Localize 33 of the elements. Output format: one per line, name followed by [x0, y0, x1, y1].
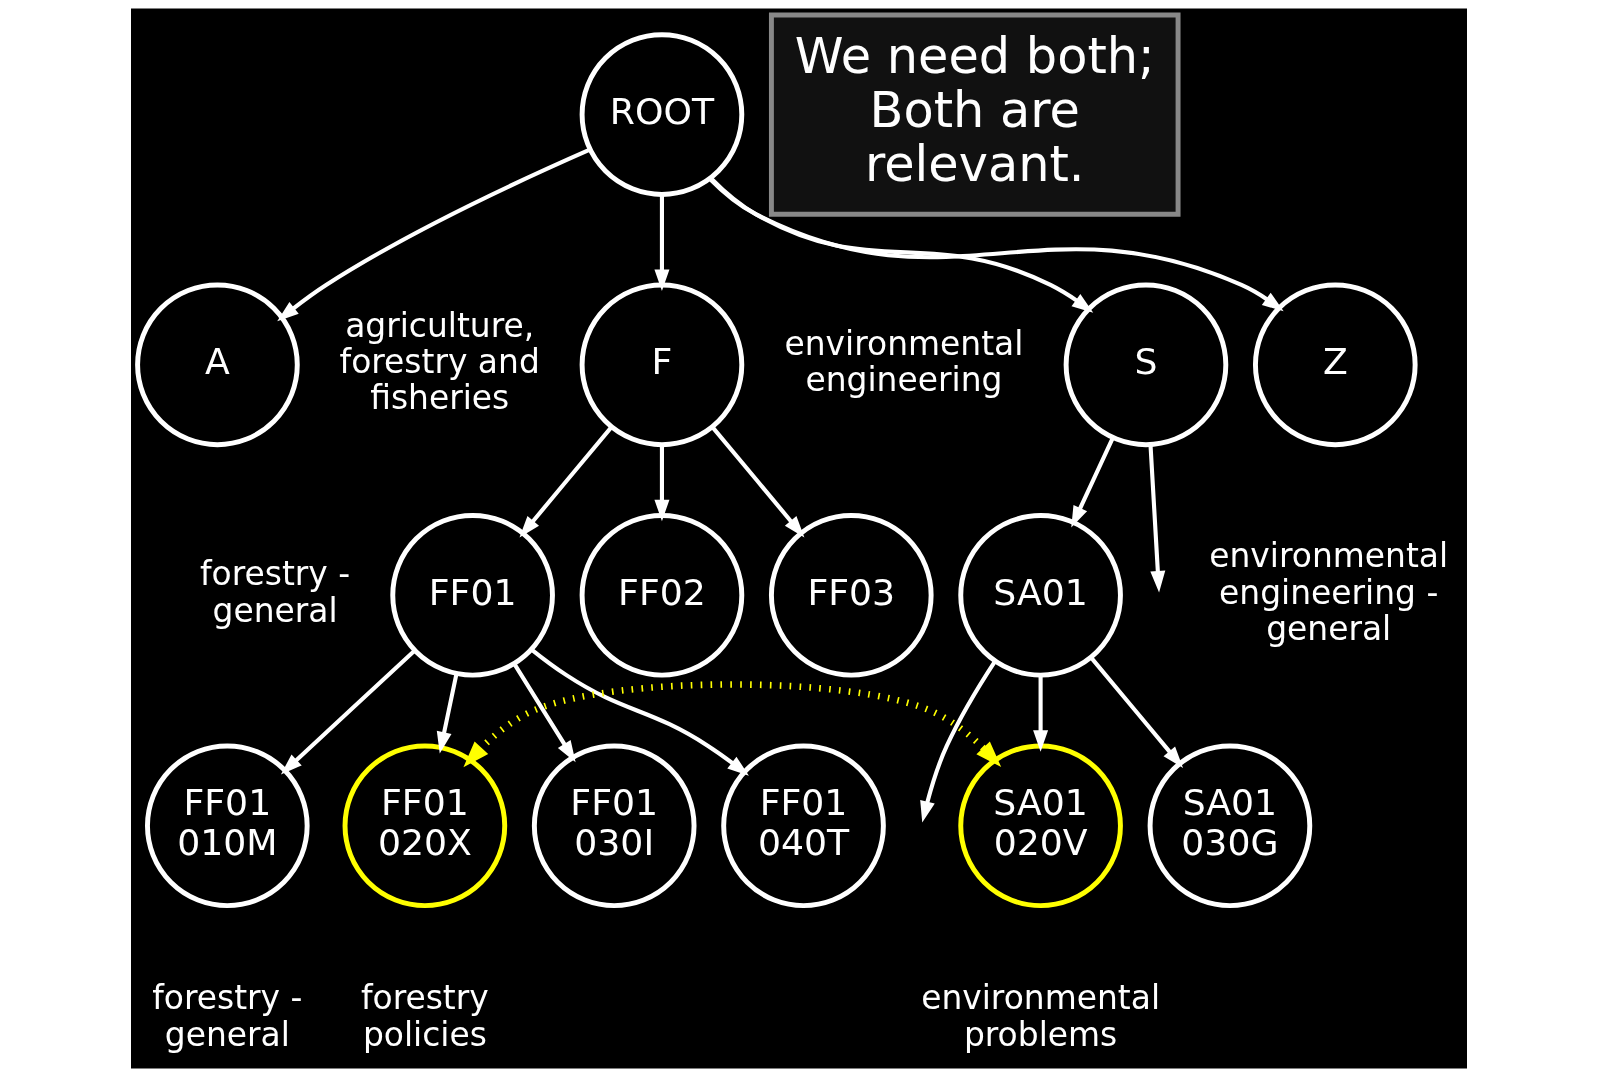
arrow — [1147, 444, 1165, 593]
node-circle: FF01 040T — [720, 743, 886, 909]
arrow — [1089, 656, 1183, 768]
arrow — [1032, 675, 1048, 752]
arrow — [1070, 436, 1115, 528]
arrow — [462, 681, 1001, 768]
node-label: forestry policies — [360, 978, 489, 1054]
node-box: We need both; Both are relevant. — [768, 12, 1181, 217]
node-circle: FF01 010M — [144, 743, 310, 909]
node-circle: ROOT — [579, 32, 744, 197]
node-label: environmental engineering - general — [1208, 536, 1448, 648]
arrow — [436, 673, 458, 754]
node-circle: FF02 — [579, 513, 744, 678]
node-circle: SA01 — [957, 513, 1123, 678]
arrow — [707, 177, 1284, 312]
node-label: forestry - general — [199, 554, 350, 630]
arrow — [919, 660, 996, 823]
arrow — [710, 426, 804, 538]
node-circle: F — [579, 282, 744, 448]
arrow — [653, 445, 669, 522]
node-label: forestry - general — [151, 978, 302, 1054]
arrow — [512, 662, 576, 763]
node-label: environmental engineering — [784, 323, 1023, 400]
node-circle: Z — [1252, 282, 1418, 448]
node-circle: S — [1063, 282, 1228, 448]
arrow — [519, 426, 613, 538]
arrow — [280, 649, 416, 775]
arrow — [653, 195, 669, 291]
arrow — [276, 147, 591, 322]
node-circle: FF01 030I — [531, 743, 696, 909]
node-label: environmental problems — [920, 978, 1160, 1054]
arrow — [529, 647, 749, 776]
node-label: agriculture, forestry and fisheries — [339, 305, 540, 418]
